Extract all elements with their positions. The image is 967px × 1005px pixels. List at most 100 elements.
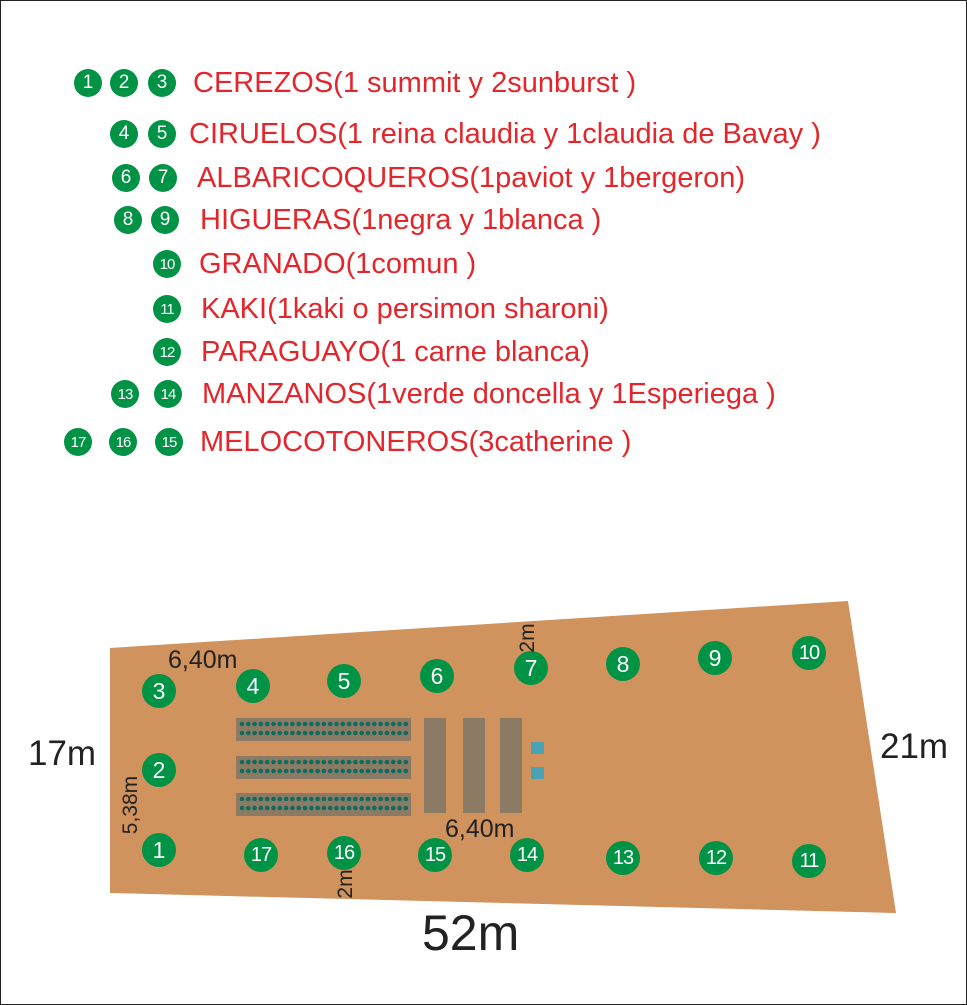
legend-tree-marker: 2 xyxy=(110,69,138,97)
plant-dot xyxy=(283,730,289,736)
plant-dot xyxy=(365,768,371,774)
plant-dot xyxy=(403,759,409,765)
plant-dot xyxy=(346,721,352,727)
dim-middle-spacing: 6,40m xyxy=(445,815,515,843)
plant-dot xyxy=(372,721,377,727)
plant-dot xyxy=(277,805,283,811)
legend-tree-marker: 3 xyxy=(148,69,176,97)
plant-dot xyxy=(327,768,333,774)
plant-dot xyxy=(321,805,327,811)
plant-dot xyxy=(271,721,276,727)
plant-dot xyxy=(277,796,283,802)
plant-dot xyxy=(302,730,308,736)
plant-dot xyxy=(359,721,365,727)
plant-dot xyxy=(283,768,289,774)
plant-dot xyxy=(252,768,257,774)
plant-dot xyxy=(246,805,251,811)
plant-dot xyxy=(327,730,333,736)
plant-dot xyxy=(302,796,308,802)
plant-dot xyxy=(346,796,352,802)
plan-tree-12: 12 xyxy=(699,841,733,875)
legend-tree-marker: 6 xyxy=(112,164,140,192)
legend-species-text: MELOCOTONEROS(3catherine ) xyxy=(200,426,632,458)
legend-species-text: KAKI(1kaki o persimon sharoni) xyxy=(201,293,609,325)
plan-tree-2: 2 xyxy=(142,753,176,787)
legend-tree-marker: 5 xyxy=(148,120,176,148)
plant-dot xyxy=(315,796,320,802)
legend-tree-marker: 8 xyxy=(114,206,142,234)
plant-dot xyxy=(353,759,358,765)
plant-dot xyxy=(334,768,339,774)
plant-dot xyxy=(277,768,283,774)
dim-right-side: 21m xyxy=(880,727,949,766)
plant-dot xyxy=(302,721,308,727)
plant-dot xyxy=(239,768,245,774)
plant-dot xyxy=(359,768,365,774)
plant-dot xyxy=(290,759,295,765)
plant-dot xyxy=(258,759,264,765)
plant-dot xyxy=(334,721,339,727)
plan-tree-9: 9 xyxy=(698,641,732,675)
plant-dot xyxy=(258,805,264,811)
dim-top-spacing: 6,40m xyxy=(168,646,238,674)
plant-dot xyxy=(403,721,409,727)
plant-dot xyxy=(271,730,276,736)
plant-dot xyxy=(390,730,396,736)
dim-bottom-offset: 2m xyxy=(334,869,357,899)
plant-dot xyxy=(271,805,276,811)
plant-dot xyxy=(340,721,346,727)
plant-dot xyxy=(264,796,270,802)
plan-tree-6: 6 xyxy=(420,659,454,693)
plant-dot xyxy=(283,805,289,811)
plant-dot xyxy=(290,796,295,802)
plan-tree-17: 17 xyxy=(244,838,278,872)
plant-dot xyxy=(321,721,327,727)
plant-dot xyxy=(340,759,346,765)
plant-dot xyxy=(296,730,302,736)
plan-tree-14: 14 xyxy=(510,838,544,872)
dim-length: 52m xyxy=(422,905,520,961)
plant-dot xyxy=(378,768,383,774)
plan-tree-5: 5 xyxy=(327,664,361,698)
plant-dot xyxy=(334,796,339,802)
plant-dot xyxy=(365,721,371,727)
plant-dot xyxy=(309,805,314,811)
plant-dot xyxy=(353,805,358,811)
plant-dot xyxy=(378,730,383,736)
legend-tree-marker: 1 xyxy=(74,69,102,97)
dim-top-offset: 2m xyxy=(516,623,539,653)
plant-dot xyxy=(397,768,402,774)
plant-dot xyxy=(309,730,314,736)
plant-dot xyxy=(346,768,352,774)
plant-dot xyxy=(346,730,352,736)
legend-species-text: CIRUELOS(1 reina claudia y 1claudia de B… xyxy=(189,118,821,150)
dim-left-spacing: 5,38m xyxy=(119,775,142,835)
plant-dot xyxy=(239,805,245,811)
legend-species-text: GRANADO(1comun ) xyxy=(199,248,477,280)
plant-dot xyxy=(309,796,314,802)
plant-dot xyxy=(327,721,333,727)
plant-dot xyxy=(390,768,396,774)
plant-dot xyxy=(378,759,383,765)
plant-dot xyxy=(334,805,339,811)
plant-dot xyxy=(283,759,289,765)
plant-dot xyxy=(290,730,295,736)
plant-dot xyxy=(384,768,390,774)
plant-dot xyxy=(403,805,409,811)
plant-dot xyxy=(296,805,302,811)
legend-tree-marker: 11 xyxy=(153,295,181,323)
plant-dot xyxy=(264,805,270,811)
plant-dot xyxy=(290,805,295,811)
plant-dot xyxy=(309,759,314,765)
plant-dot xyxy=(315,721,320,727)
plant-dot xyxy=(264,730,270,736)
legend-species-text: PARAGUAYO(1 carne blanca) xyxy=(201,336,590,368)
plant-dot xyxy=(321,796,327,802)
plan-tree-3: 3 xyxy=(142,674,176,708)
planting-beds xyxy=(236,718,544,816)
plant-dot xyxy=(359,759,365,765)
